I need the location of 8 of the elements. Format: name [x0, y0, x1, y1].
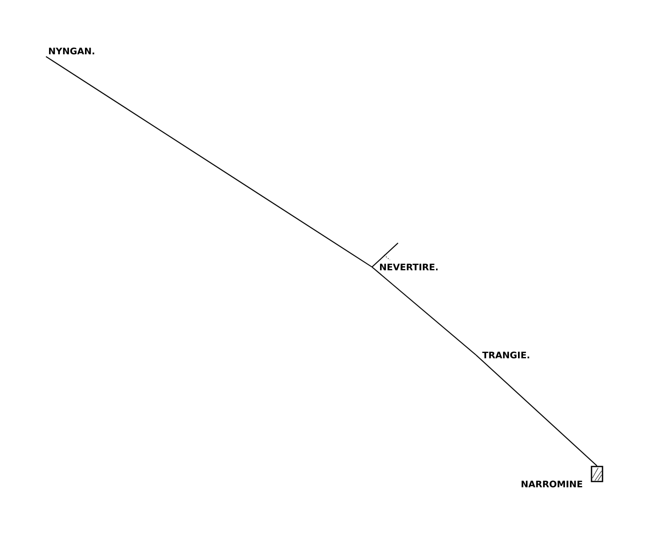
station-label: TRANGIE. — [482, 352, 530, 358]
railway-line — [476, 354, 598, 466]
station-name: NARROMINE — [522, 480, 582, 488]
hatched-station-box — [590, 466, 604, 482]
station-label: NYNGAN. — [49, 48, 94, 54]
railway-line — [372, 266, 476, 356]
station-label: NEVERTIRE. — [380, 264, 438, 270]
railway-line — [46, 56, 372, 268]
